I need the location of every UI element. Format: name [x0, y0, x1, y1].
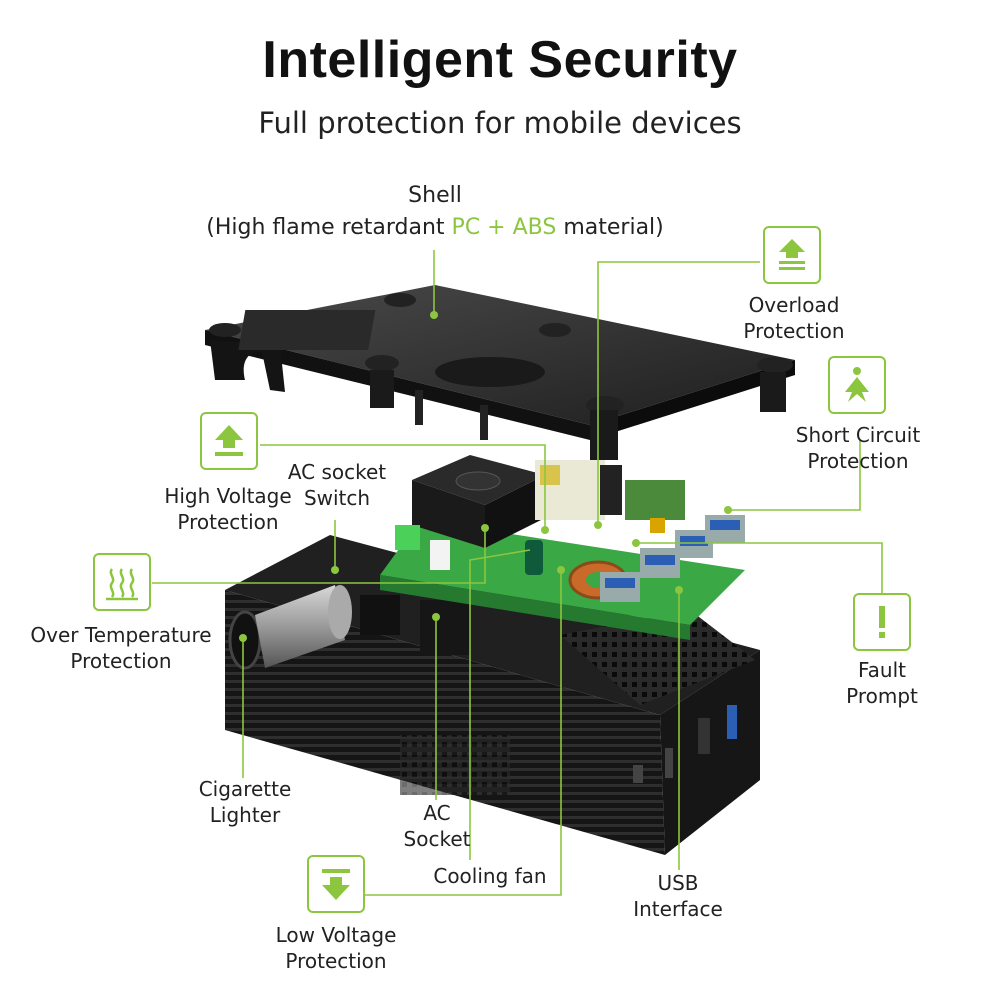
shell-label: Shell (High flame retardant PC + ABS mat…	[200, 180, 670, 244]
high-voltage-icon	[200, 412, 258, 470]
leader-lines	[152, 250, 883, 896]
page-subtitle: Full protection for mobile devices	[258, 106, 742, 140]
short-circuit-icon	[828, 356, 886, 414]
low-voltage-icon	[307, 855, 365, 913]
exclamation-icon	[853, 593, 911, 651]
base-housing	[225, 535, 760, 855]
shell-label-line2: (High flame retardant PC + ABS material)	[206, 215, 664, 240]
shell-label-line1: Shell	[408, 183, 462, 208]
heat-icon	[93, 553, 151, 611]
leader-dots	[239, 311, 732, 642]
overload-icon	[763, 226, 821, 284]
cooling-fan-label: Cooling fan	[433, 864, 547, 888]
shell-cover	[205, 285, 795, 460]
page-title: Intelligent Security	[262, 31, 738, 89]
